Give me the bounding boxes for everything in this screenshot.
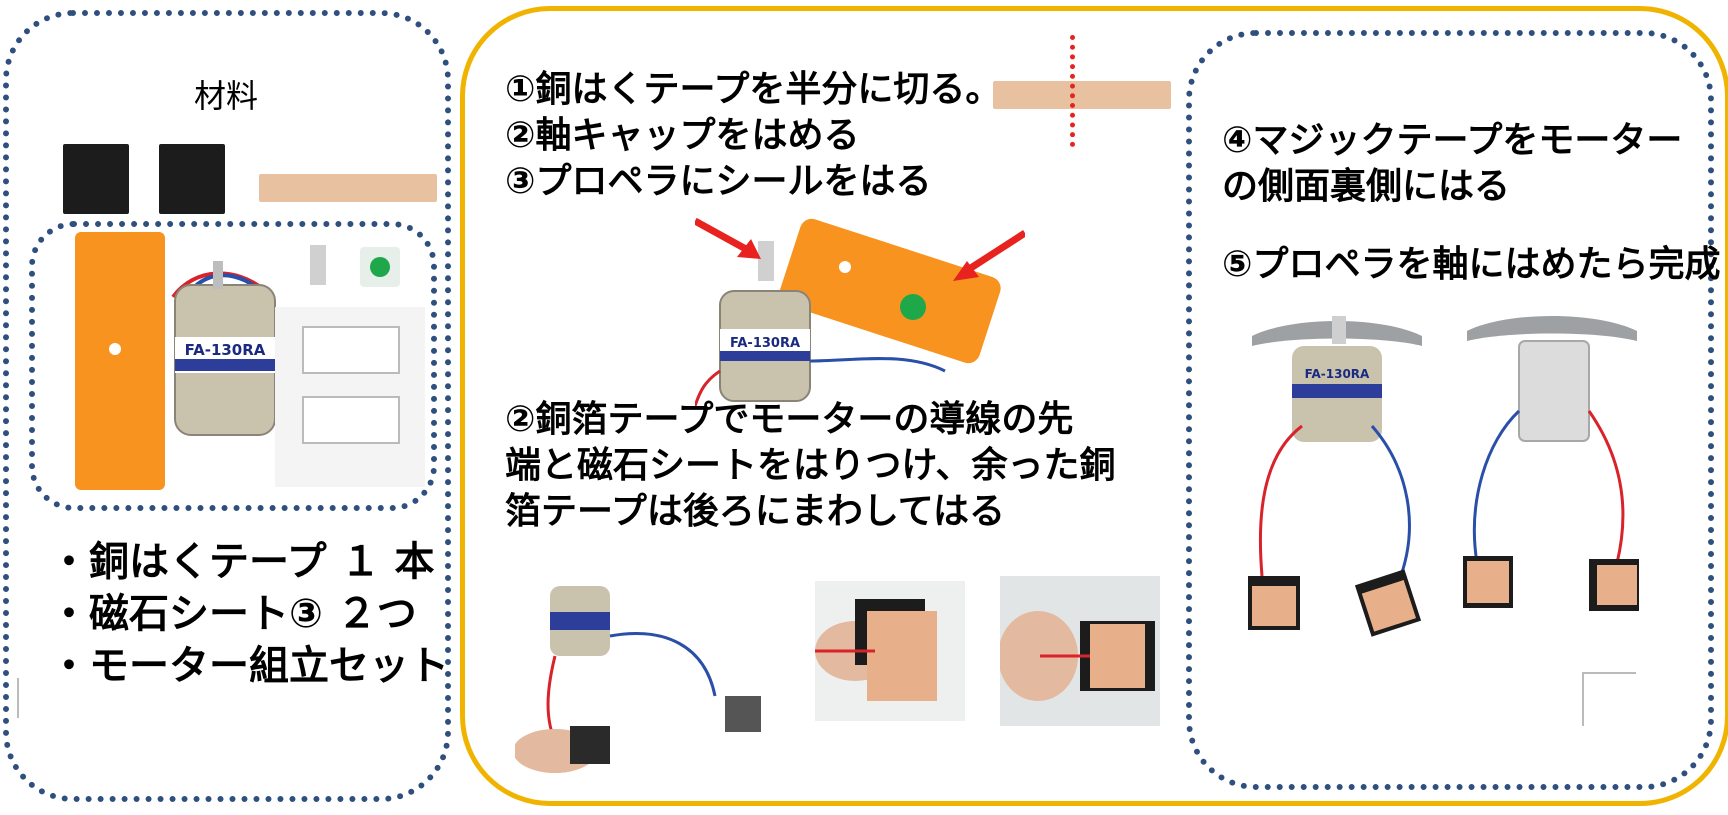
- material-item: ・モーター組立セット: [49, 643, 449, 689]
- assembly-photo-2: [815, 581, 965, 721]
- steps-a2-list: ②銅箔テープでモーターの導線の先 端と磁石シートをはりつけ、余った銅 箔テープは…: [505, 397, 1116, 535]
- frame-corner-mark: [17, 678, 19, 718]
- red-arrow-icon: [695, 217, 761, 259]
- step-text: ③プロペラにシールをはる: [505, 161, 932, 202]
- step-text: ①銅はくテープを半分に切る。: [505, 69, 1002, 110]
- step-text: 箔テープは後ろにまわしてはる: [505, 491, 1006, 532]
- completed-back-photo: [1457, 301, 1647, 631]
- motor-kit-photo: FA-130RA: [75, 232, 425, 490]
- magnet-sheet-2: [159, 144, 225, 214]
- front-motor-model: FA-130RA: [1305, 367, 1370, 381]
- step-text: の側面裏側にはる: [1222, 166, 1511, 207]
- assembly-photo-1: [515, 576, 765, 776]
- copper-tape-to-cut: [993, 81, 1171, 109]
- final-steps-panel: ④マジックテープをモーター の側面裏側にはる ⑤プロペラを軸にはめたら完成 FA…: [1186, 30, 1720, 790]
- materials-list: ・銅はくテープ １ 本 ・磁石シート③ ２つ ・モーター組立セット: [49, 536, 449, 692]
- step-final-text: ⑤プロペラを軸にはめたら完成: [1222, 244, 1721, 285]
- motor-kit-frame: FA-130RA: [29, 221, 437, 511]
- assembly-photo-3: [1000, 576, 1160, 726]
- frame-corner-mark: [1582, 672, 1636, 674]
- steps-panel: ①銅はくテープを半分に切る。 ②軸キャップをはめる ③プロペラにシールをはる F…: [460, 6, 1728, 806]
- magnet-sheet-1: [63, 144, 129, 214]
- card-motor-model: FA-130RA: [730, 336, 800, 351]
- red-arrow-icon: [953, 230, 1025, 281]
- motor-propeller-photo: FA-130RA: [695, 217, 1025, 407]
- step-text: ②軸キャップをはめる: [505, 115, 860, 156]
- step-text: ②銅箔テープでモーターの導線の先: [505, 399, 1074, 440]
- step-text: ④マジックテープをモーター: [1222, 120, 1683, 161]
- cut-line-icon: [1070, 35, 1075, 147]
- completed-front-photo: FA-130RA: [1232, 296, 1442, 676]
- step-text: 端と磁石シートをはりつけ、余った銅: [505, 445, 1116, 486]
- steps-a-list: ①銅はくテープを半分に切る。 ②軸キャップをはめる ③プロペラにシールをはる: [505, 67, 1001, 205]
- material-item: ・磁石シート③ ２つ: [49, 591, 417, 637]
- material-item: ・銅はくテープ １ 本: [49, 539, 435, 585]
- steps-b-list: ④マジックテープをモーター の側面裏側にはる: [1222, 118, 1682, 210]
- materials-panel: 材料 FA-130RA ・銅はくテープ １ 本 ・磁石シート③ ２つ ・モーター…: [3, 10, 451, 802]
- frame-corner-mark: [1582, 672, 1584, 726]
- copper-tape-strip: [259, 174, 437, 202]
- kit-motor-model: FA-130RA: [185, 341, 266, 359]
- materials-title: 材料: [194, 77, 259, 115]
